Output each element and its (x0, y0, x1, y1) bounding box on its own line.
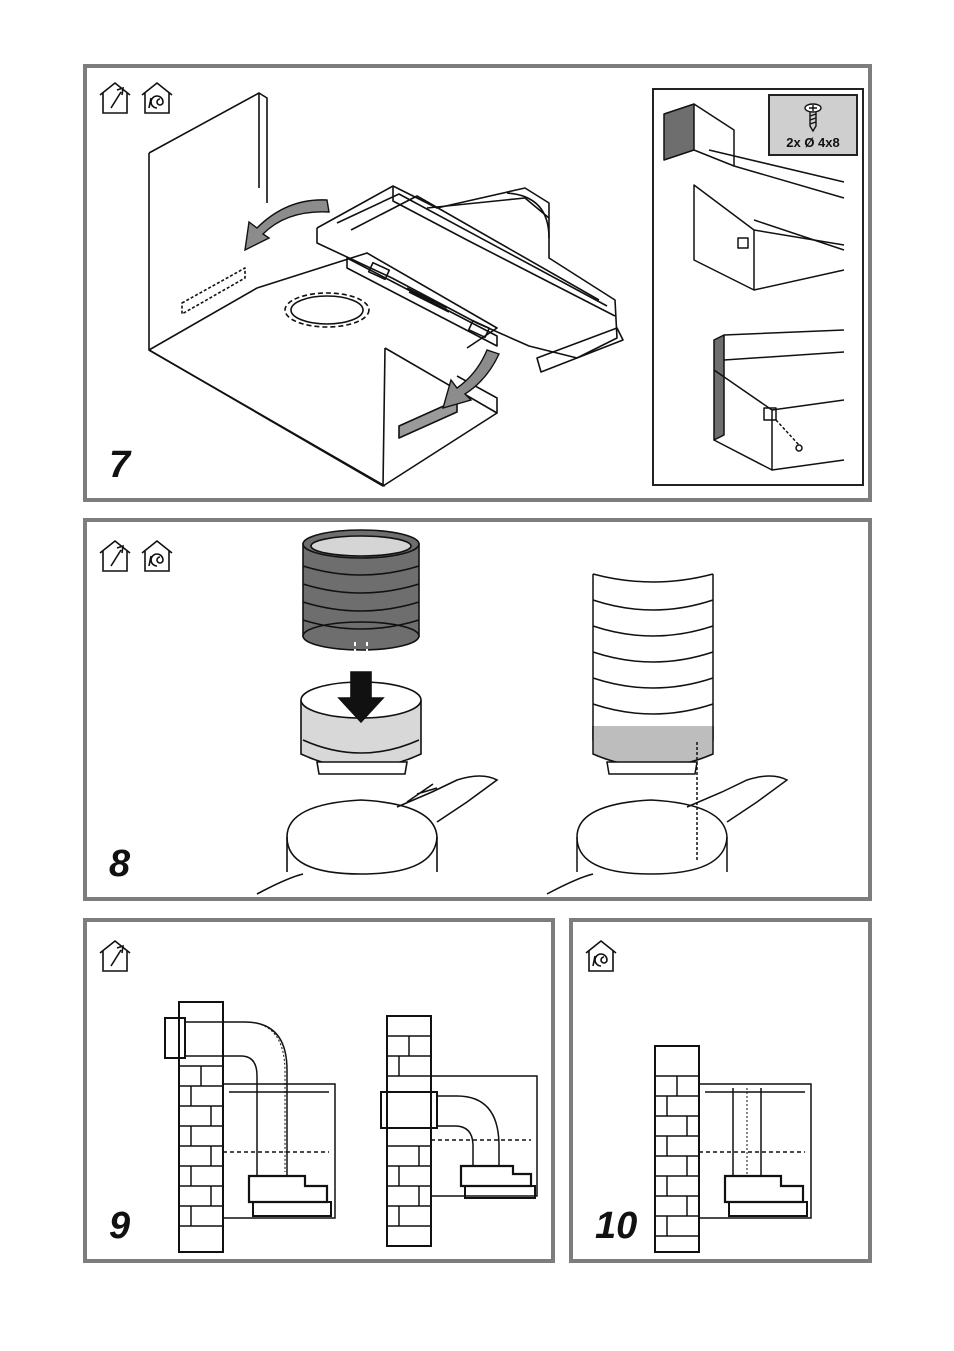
step-10-mode-icons (583, 936, 623, 976)
step-7-detail-inset: 2x Ø 4x8 (652, 88, 864, 486)
screw-spec-label: 2x Ø 4x8 (770, 135, 856, 150)
step-9-number: 9 (109, 1207, 130, 1245)
ducted-extraction-icon (100, 941, 130, 971)
step-8-mode-icons (97, 536, 217, 576)
step-8-duct-fitting-illustration (257, 522, 517, 902)
recirculation-icon (142, 541, 172, 571)
screw-spec-badge: 2x Ø 4x8 (768, 94, 858, 156)
step-8-flex-duct-illustration (547, 522, 827, 902)
step-7-panel: 7 (83, 64, 872, 502)
screw-icon (770, 96, 856, 136)
step-9-wall-vent-illustration (157, 992, 597, 1332)
step-8-panel: 8 (83, 518, 872, 901)
ducted-extraction-icon (100, 83, 130, 113)
step-10-number: 10 (595, 1207, 637, 1245)
step-8-number: 8 (109, 845, 130, 883)
step-7-arrow-right (443, 350, 499, 408)
recirculation-icon (586, 941, 616, 971)
step-7-hood-illustration (137, 78, 697, 498)
step-9-panel: 9 (83, 918, 555, 1263)
step-9-mode-icons (97, 936, 137, 976)
step-10-panel: 10 (569, 918, 872, 1263)
step-10-recirculation-illustration (633, 992, 873, 1332)
ducted-extraction-icon (100, 541, 130, 571)
step-7-number: 7 (109, 446, 130, 484)
